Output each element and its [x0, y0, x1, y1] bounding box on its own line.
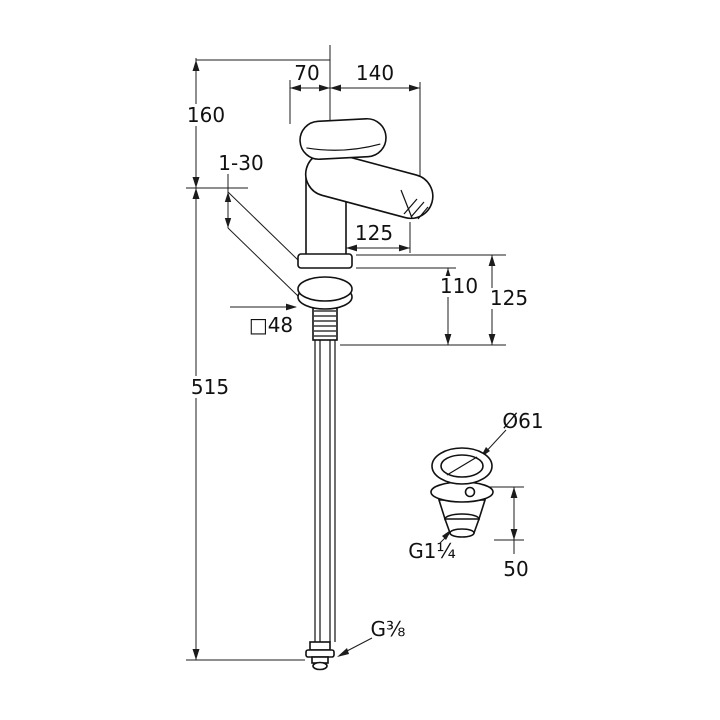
- drain-screw-icon: [464, 486, 476, 498]
- spout: [304, 151, 434, 220]
- dim-label-70: 70: [294, 61, 319, 85]
- aerator-icon: [400, 189, 429, 220]
- drain-flange: [430, 481, 494, 503]
- dim-label-diameter-61: Ø61: [502, 409, 543, 433]
- drain-assembly: [430, 447, 494, 538]
- dimension-labels: 70 140 160 1-30 125 110 125 □48 515 Ø61 …: [185, 61, 544, 641]
- mixer-base: [297, 253, 353, 269]
- dim-label-125-reach: 125: [355, 221, 393, 245]
- dim-label-110: 110: [440, 274, 478, 298]
- faucet-outline: [297, 117, 434, 671]
- dim-label-160: 160: [187, 103, 225, 127]
- drain-slot-icon: [446, 456, 478, 476]
- dim-label-125-height: 125: [490, 286, 528, 310]
- escutcheon: [297, 276, 353, 310]
- dim-label-515: 515: [191, 375, 229, 399]
- dim-label-square-48: □48: [249, 313, 293, 337]
- dim-label-g1-quarter: G1¼: [408, 539, 456, 563]
- dim-label-1-30: 1-30: [218, 151, 263, 175]
- hose-end-fitting: [305, 641, 335, 671]
- dim-label-140: 140: [356, 61, 394, 85]
- dim-label-50: 50: [503, 557, 528, 581]
- lever-handle: [299, 117, 387, 161]
- supply-hoses: [314, 340, 336, 642]
- dim-label-g-three-eighths: G⅜: [371, 617, 406, 641]
